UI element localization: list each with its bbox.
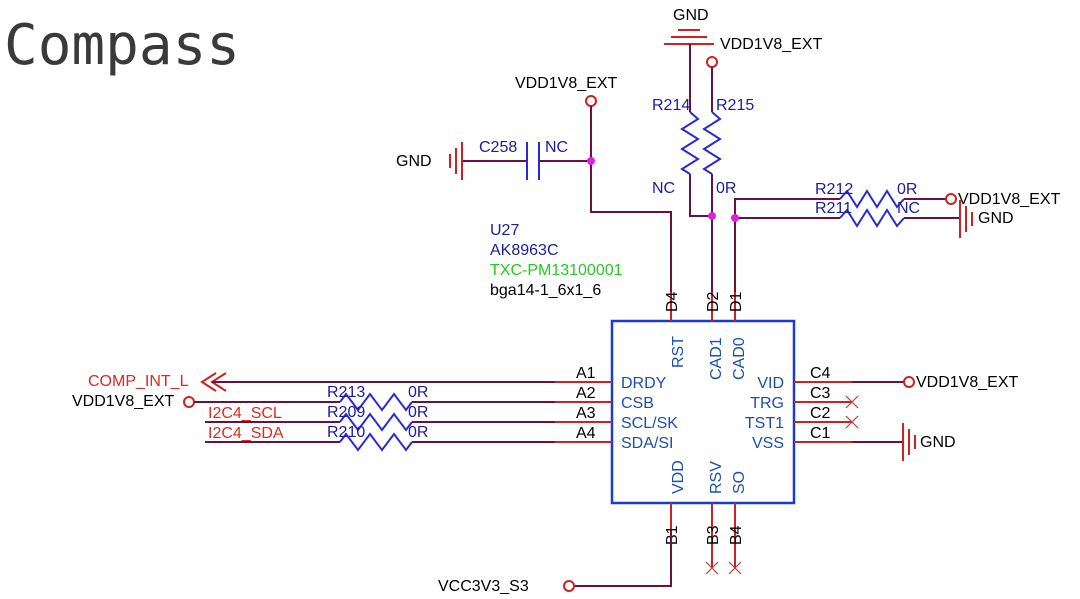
r211-ref: R211	[815, 200, 852, 217]
chip-part: AK8963C	[490, 242, 559, 259]
power-port-vdd-r213	[183, 396, 195, 408]
power-port-vdd-r212	[945, 193, 957, 205]
c258-ref: C258	[479, 139, 517, 156]
net-label-vdd-r212: VDD1V8_EXT	[958, 191, 1060, 208]
pin-name-rsv: RSV	[708, 461, 725, 494]
r210-value: 0R	[408, 424, 428, 441]
r209-value: 0R	[408, 404, 428, 421]
resistor-r209	[339, 412, 413, 432]
pin-num-d2: D2	[705, 291, 722, 312]
ground-symbol-c258	[449, 142, 463, 180]
gnd-label-c258: GND	[396, 153, 432, 170]
r212-ref: R212	[815, 181, 853, 198]
pin-name-cad1: CAD1	[708, 337, 725, 380]
chip-body-ak8963c	[610, 319, 796, 505]
gnd-label-r211: GND	[978, 210, 1014, 227]
pin-name-drdy: DRDY	[621, 375, 667, 392]
pin-num-c4: C4	[810, 365, 831, 382]
net-label-vdd-top: VDD1V8_EXT	[720, 36, 822, 53]
junction-c258	[587, 157, 595, 165]
right-pin-stubs	[794, 381, 852, 443]
net-label-vdd-vid: VDD1V8_EXT	[916, 374, 1018, 391]
r214-value: NC	[652, 180, 675, 197]
no-connect-markers	[705, 395, 859, 575]
pin-name-rst: RST	[670, 336, 687, 368]
wire-vdd-pin	[574, 530, 672, 587]
pin-name-trg: TRG	[750, 395, 784, 412]
wire-r212-left	[734, 198, 840, 218]
r210-ref: R210	[327, 424, 365, 441]
pin-name-so: SO	[731, 471, 748, 494]
net-label-sda: I2C4_SDA	[208, 425, 284, 442]
r214-ref: R214	[652, 97, 690, 114]
junction-d1	[731, 214, 739, 222]
pin-num-c2: C2	[810, 405, 831, 422]
capacitor-c258	[526, 142, 540, 180]
r209-ref: R209	[327, 404, 365, 421]
junction-d2	[708, 212, 716, 220]
bottom-pin-stubs	[670, 503, 736, 568]
pin-num-d4: D4	[664, 291, 681, 312]
ground-symbol-vss	[902, 423, 916, 461]
ground-symbol-r211	[959, 200, 973, 238]
pin-num-a2: A2	[576, 385, 596, 402]
net-label-vdd-r213: VDD1V8_EXT	[72, 393, 174, 410]
r215-ref: R215	[716, 97, 754, 114]
pin-num-a4: A4	[576, 425, 596, 442]
r215-value: 0R	[716, 180, 736, 197]
pin-name-csb: CSB	[621, 395, 654, 412]
r212-value: 0R	[897, 181, 917, 198]
chip-code: TXC-PM13100001	[490, 262, 623, 279]
pin-name-cad0: CAD0	[731, 337, 748, 380]
gnd-label-vss: GND	[920, 434, 956, 451]
pin-num-c1: C1	[810, 425, 831, 442]
r211-value: NC	[897, 200, 920, 217]
power-port-vdd-c258	[585, 95, 597, 107]
pin-name-vdd: VDD	[670, 460, 687, 494]
pin-num-b4: B4	[728, 525, 745, 545]
resistor-r213	[339, 392, 413, 412]
pin-num-a1: A1	[576, 365, 596, 382]
gnd-label-top: GND	[673, 7, 709, 24]
pin-num-c3: C3	[810, 385, 831, 402]
power-port-vcc	[563, 580, 575, 592]
resistor-r211	[839, 208, 905, 228]
pin-name-scl-sk: SCL/SK	[621, 415, 678, 432]
page-title: Compass	[4, 13, 240, 78]
resistor-r214	[680, 111, 700, 175]
net-label-vcc: VCC3V3_S3	[438, 578, 529, 595]
resistor-r210	[339, 432, 413, 452]
net-label-comp-int: COMP_INT_L	[88, 373, 189, 390]
net-label-vdd-c258: VDD1V8_EXT	[515, 75, 617, 92]
power-port-vdd-top	[706, 56, 718, 68]
pin-num-a3: A3	[576, 405, 596, 422]
r213-value: 0R	[408, 384, 428, 401]
pin-name-sda-si: SDA/SI	[621, 435, 673, 452]
pin-num-d1: D1	[728, 291, 745, 312]
top-pin-stubs	[670, 292, 736, 321]
resistor-r212	[839, 189, 905, 209]
r213-ref: R213	[327, 384, 365, 401]
pin-num-b3: B3	[705, 525, 722, 545]
pin-num-b1: B1	[664, 525, 681, 545]
net-label-scl: I2C4_SCL	[208, 405, 282, 422]
resistor-r215	[702, 111, 722, 175]
pin-name-tst1: TST1	[745, 415, 784, 432]
ground-symbol-top	[664, 29, 714, 45]
c258-value: NC	[545, 139, 568, 156]
chip-ref: U27	[490, 222, 519, 239]
pin-name-vid: VID	[757, 375, 784, 392]
wire-r214-bottom	[689, 174, 712, 217]
left-pin-stubs	[555, 381, 612, 443]
power-port-vdd-vid	[903, 376, 915, 388]
pin-name-vss: VSS	[752, 435, 784, 452]
chip-package: bga14-1_6x1_6	[490, 282, 601, 299]
